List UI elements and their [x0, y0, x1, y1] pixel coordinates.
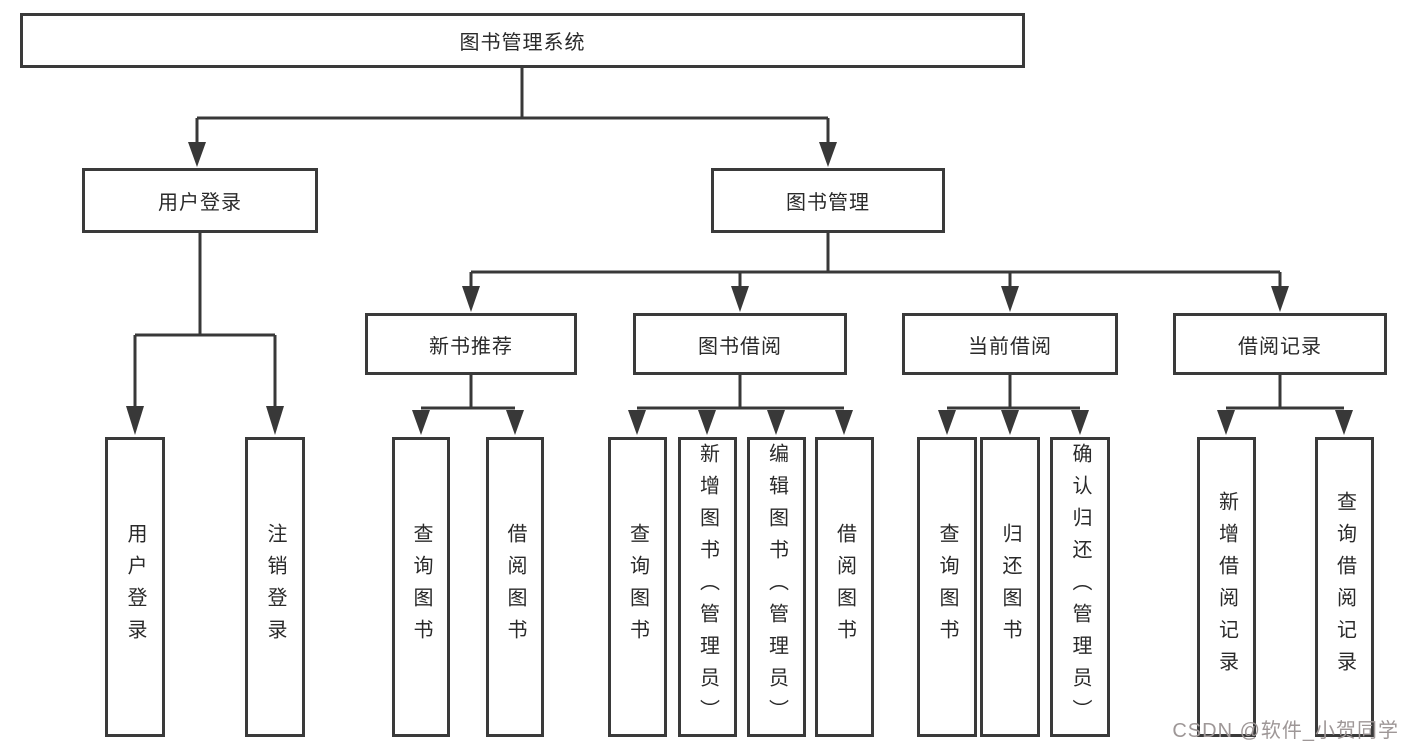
- node-book-borrowing: 图书借阅: [633, 313, 847, 375]
- arrowhead-icons: [126, 142, 1353, 435]
- leaf-user-login: 用户登录: [105, 437, 165, 737]
- node-book-management-system-label: 图书管理系统: [459, 32, 586, 54]
- node-borrowing-records-label: 借阅记录: [1238, 335, 1322, 358]
- node-current-borrowing-label: 当前借阅: [968, 335, 1052, 358]
- node-user-login-module-label: 用户登录: [158, 192, 242, 214]
- node-new-book-recommendation: 新书推荐: [365, 313, 577, 375]
- csdn-watermark: CSDN @软件_小贺同学: [1172, 720, 1399, 742]
- node-user-login-module: 用户登录: [82, 168, 318, 233]
- leaf-confirm-return-admin-label: 确认归还（管理员）: [1069, 443, 1091, 731]
- leaf-borrow-books-recommend-label: 借阅图书: [504, 523, 526, 651]
- leaf-edit-books-admin-label: 编辑图书（管理员）: [765, 443, 788, 731]
- leaf-query-books-recommend: 查询图书: [392, 437, 450, 737]
- node-book-management-module: 图书管理: [711, 168, 945, 233]
- leaf-return-books: 归还图书: [980, 437, 1040, 737]
- leaf-query-books-borrowing: 查询图书: [608, 437, 667, 737]
- leaf-query-books-current-label: 查询图书: [936, 523, 958, 651]
- node-new-book-recommendation-label: 新书推荐: [429, 335, 513, 358]
- node-book-management-module-label: 图书管理: [786, 192, 870, 214]
- leaf-borrow-books: 借阅图书: [815, 437, 874, 737]
- node-book-management-system: 图书管理系统: [20, 13, 1025, 68]
- leaf-query-borrow-record: 查询借阅记录: [1315, 437, 1374, 737]
- leaf-logout-label: 注销登录: [264, 523, 286, 651]
- leaf-borrow-books-recommend: 借阅图书: [486, 437, 544, 737]
- leaf-add-books-admin: 新增图书（管理员）: [678, 437, 737, 737]
- leaf-query-books-borrowing-label: 查询图书: [626, 523, 649, 651]
- node-book-borrowing-label: 图书借阅: [698, 335, 782, 358]
- leaf-add-borrow-record-label: 新增借阅记录: [1215, 491, 1238, 683]
- leaf-add-books-admin-label: 新增图书（管理员）: [696, 443, 719, 731]
- leaf-query-borrow-record-label: 查询借阅记录: [1333, 491, 1356, 683]
- leaf-borrow-books-label: 借阅图书: [833, 523, 856, 651]
- leaf-add-borrow-record: 新增借阅记录: [1197, 437, 1256, 737]
- leaf-query-books-recommend-label: 查询图书: [410, 523, 432, 651]
- connector-paths: [133, 68, 1344, 412]
- node-borrowing-records: 借阅记录: [1173, 313, 1387, 375]
- node-current-borrowing: 当前借阅: [902, 313, 1118, 375]
- leaf-edit-books-admin: 编辑图书（管理员）: [747, 437, 806, 737]
- leaf-query-books-current: 查询图书: [917, 437, 977, 737]
- leaf-user-login-label: 用户登录: [124, 523, 146, 651]
- leaf-confirm-return-admin: 确认归还（管理员）: [1050, 437, 1110, 737]
- leaf-return-books-label: 归还图书: [999, 523, 1021, 651]
- leaf-logout: 注销登录: [245, 437, 305, 737]
